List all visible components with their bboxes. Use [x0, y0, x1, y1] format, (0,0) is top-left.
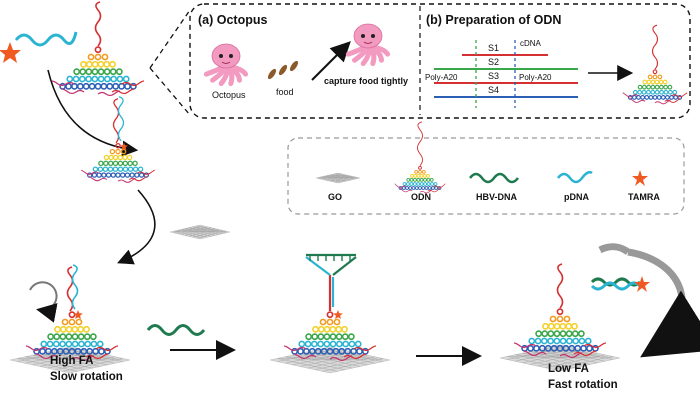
low-fa-label: Low FA [548, 363, 589, 375]
pdna-icon [557, 170, 593, 184]
arrow-curve-1 [47, 69, 139, 157]
fast-rotation-label: Fast rotation [548, 379, 618, 391]
octopus-capture-icon [345, 23, 391, 67]
pdna-with-tamra [0, 31, 78, 63]
go-sheet-floating [169, 224, 231, 240]
legend-pdna: pDNA [564, 192, 589, 202]
hbv-dna-icon [469, 172, 519, 184]
callout-box [189, 3, 691, 119]
arrow-capture [311, 41, 351, 81]
tamra-star-icon [0, 42, 21, 63]
odn-with-pdna [81, 96, 155, 183]
legend-tamra: TAMRA [628, 192, 660, 202]
food-icon [267, 60, 299, 80]
food-label: food [276, 87, 294, 97]
tamra-icon [632, 170, 648, 186]
legend-odn: ODN [411, 192, 431, 202]
callout-lines [149, 9, 191, 116]
odn-on-go-high-fa [25, 264, 119, 362]
panel-a-title: (a) Octopus [198, 13, 267, 27]
odn-on-go-low-fa [513, 263, 607, 359]
odn-structure-top [51, 1, 145, 97]
go-legend-icon [315, 172, 361, 184]
arrow-curve-2 [117, 189, 156, 265]
go-sheet-2 [269, 346, 391, 374]
odn-structure-prepared [622, 24, 688, 105]
capture-label: capture food tightly [324, 76, 408, 86]
panel-b-title: (b) Preparation of ODN [426, 13, 561, 27]
odn-on-go-hybridized [283, 253, 377, 362]
fast-rotation-tail [598, 243, 631, 255]
legend-go: GO [328, 192, 342, 202]
slow-rotation-icon [29, 281, 58, 323]
hbv-dna-target [146, 324, 206, 336]
slow-rotation-label: Slow rotation [50, 371, 123, 383]
odn-legend-icon [394, 121, 446, 194]
legend-box [287, 137, 685, 215]
octopus-icon [203, 43, 249, 87]
fast-rotation-icon [627, 248, 700, 358]
legend-hbv: HBV-DNA [476, 192, 518, 202]
strand-s1-label: S1 [488, 43, 499, 53]
strand-s2-label: S2 [488, 57, 499, 67]
polya-right-label: Poly-A20 [519, 73, 552, 82]
polya-left-label: Poly-A20 [425, 73, 458, 82]
strand-s3-label: S3 [488, 71, 499, 81]
released-duplex [590, 276, 650, 292]
octopus-label: Octopus [212, 90, 246, 100]
strand-s4-label: S4 [488, 85, 499, 95]
strand-diagram [434, 40, 578, 108]
cdna-label: cDNA [520, 39, 542, 48]
high-fa-label: High FA [50, 355, 93, 367]
